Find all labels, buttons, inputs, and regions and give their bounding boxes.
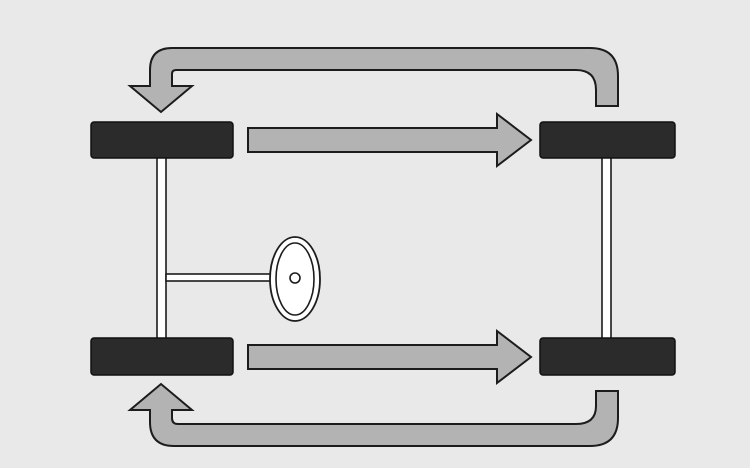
top-return-arrow [127, 47, 619, 114]
chassis-frame [156, 154, 612, 341]
steering-wheel-icon [269, 236, 321, 322]
rear-straight-arrow [247, 328, 533, 386]
bottom-return-arrow [127, 382, 619, 447]
rear-right-tire [539, 337, 676, 376]
front-right-tire [539, 121, 676, 159]
straight-arrows [247, 111, 533, 386]
left-axle [156, 154, 167, 341]
tires [90, 121, 676, 376]
return-arrows [127, 47, 619, 447]
front-left-tire [90, 121, 234, 159]
front-straight-arrow [247, 111, 533, 169]
right-axle [601, 154, 612, 341]
rear-left-tire [90, 337, 234, 376]
